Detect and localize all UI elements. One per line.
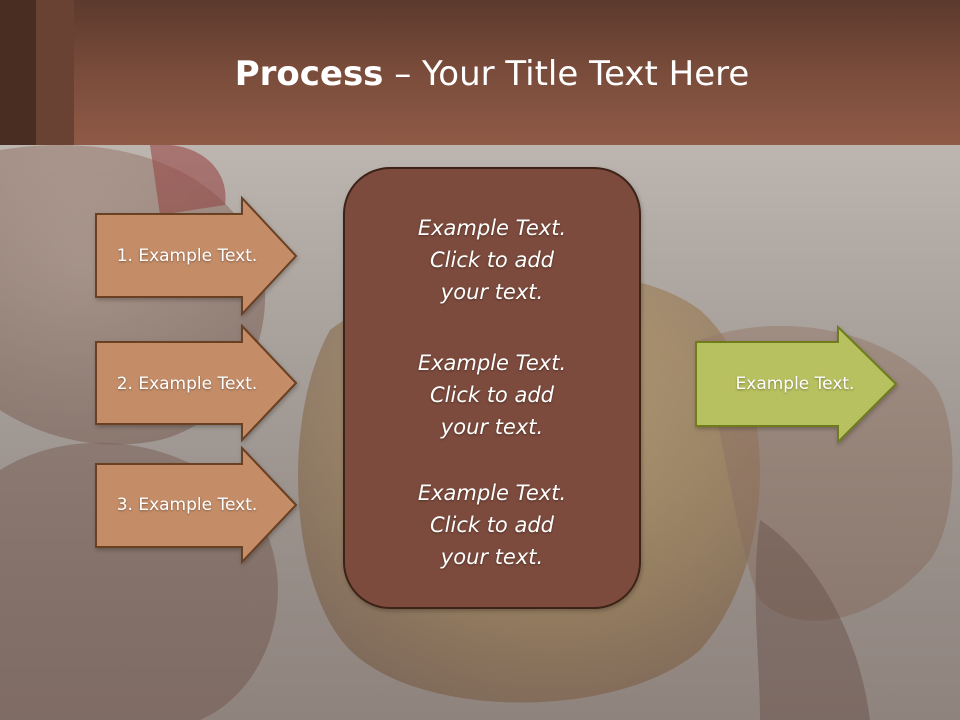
right-arrow-label: Example Text. [735,374,855,394]
title-bar [0,0,960,145]
right-arrow-shape[interactable] [695,324,898,445]
center-box-shape[interactable] [343,167,641,609]
center-box-paragraph-1: Example Text. Click to add your text. [417,216,567,304]
header-accent-strip [0,0,36,145]
arrow-label-3: 3. Example Text. [116,495,258,515]
arrow-label-1: 1. Example Text. [116,246,258,266]
slide-title[interactable]: Process – Your Title Text Here [0,52,960,96]
arrow-shape-2[interactable] [95,323,298,443]
arrow-label-2: 2. Example Text. [116,374,258,394]
arrow-shape-3[interactable] [95,445,298,565]
title-bold-part: Process [234,54,384,94]
center-box-paragraph-3: Example Text. Click to add your text. [417,481,567,569]
arrow-shape-1[interactable] [95,195,298,317]
center-box-paragraph-2: Example Text. Click to add your text. [417,351,567,439]
title-rest-part: – Your Title Text Here [383,54,750,94]
header-accent-strip [36,0,74,145]
